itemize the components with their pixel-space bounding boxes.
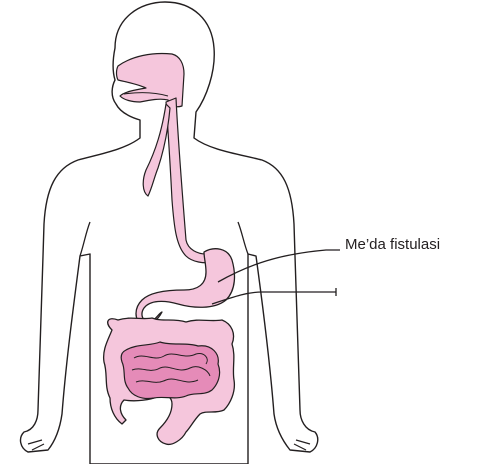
gastric-fistula-label: Me’da fistulasi <box>345 236 440 253</box>
